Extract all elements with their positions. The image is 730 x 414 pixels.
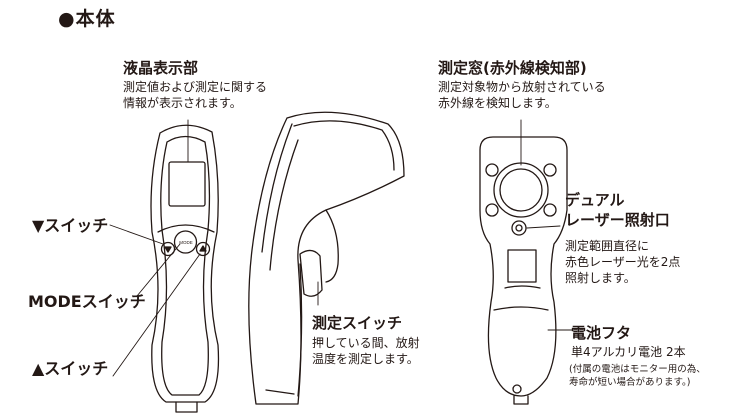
measure-switch-description: 押している間、放射 温度を測定します。: [312, 336, 420, 366]
section-title: ●本体: [58, 8, 116, 30]
window-heading: 測定窓(赤外線検知部): [438, 59, 587, 77]
back-view-body: [479, 136, 568, 405]
up-switch-label: ▲スイッチ: [32, 359, 109, 378]
laser-port: [511, 220, 527, 236]
laser-heading: デュアル レーザー照射口: [565, 191, 670, 229]
laser-description: 測定範囲直径に 赤色レーザー光を2点 照射します。: [565, 239, 681, 285]
battery-description: 単4アルカリ電池 2本: [571, 345, 686, 359]
battery-cover[interactable]: [493, 306, 549, 394]
side-view-body: [248, 111, 405, 405]
front-view-body: [150, 124, 220, 413]
battery-heading: 電池フタ: [571, 324, 632, 342]
down-switch-label: ▼スイッチ: [32, 216, 109, 235]
down-switch-button[interactable]: [160, 241, 176, 257]
window-description: 測定対象物から放射されている 赤外線を検知します。: [438, 80, 606, 110]
battery-note: (付属の電池はモニター用の為、 寿命が短い場合があります。): [569, 364, 706, 388]
mode-button-text: MODE: [179, 240, 193, 245]
lcd-heading: 液晶表示部: [123, 59, 199, 77]
up-switch-button[interactable]: [195, 241, 211, 257]
measure-switch-trigger[interactable]: [299, 249, 323, 297]
mode-switch-label: MODEスイッチ: [28, 292, 146, 311]
mode-button[interactable]: [173, 230, 198, 254]
measure-switch-heading: 測定スイッチ: [312, 314, 403, 332]
lcd-description: 測定値および測定に関する 情報が表示されます。: [123, 80, 268, 110]
